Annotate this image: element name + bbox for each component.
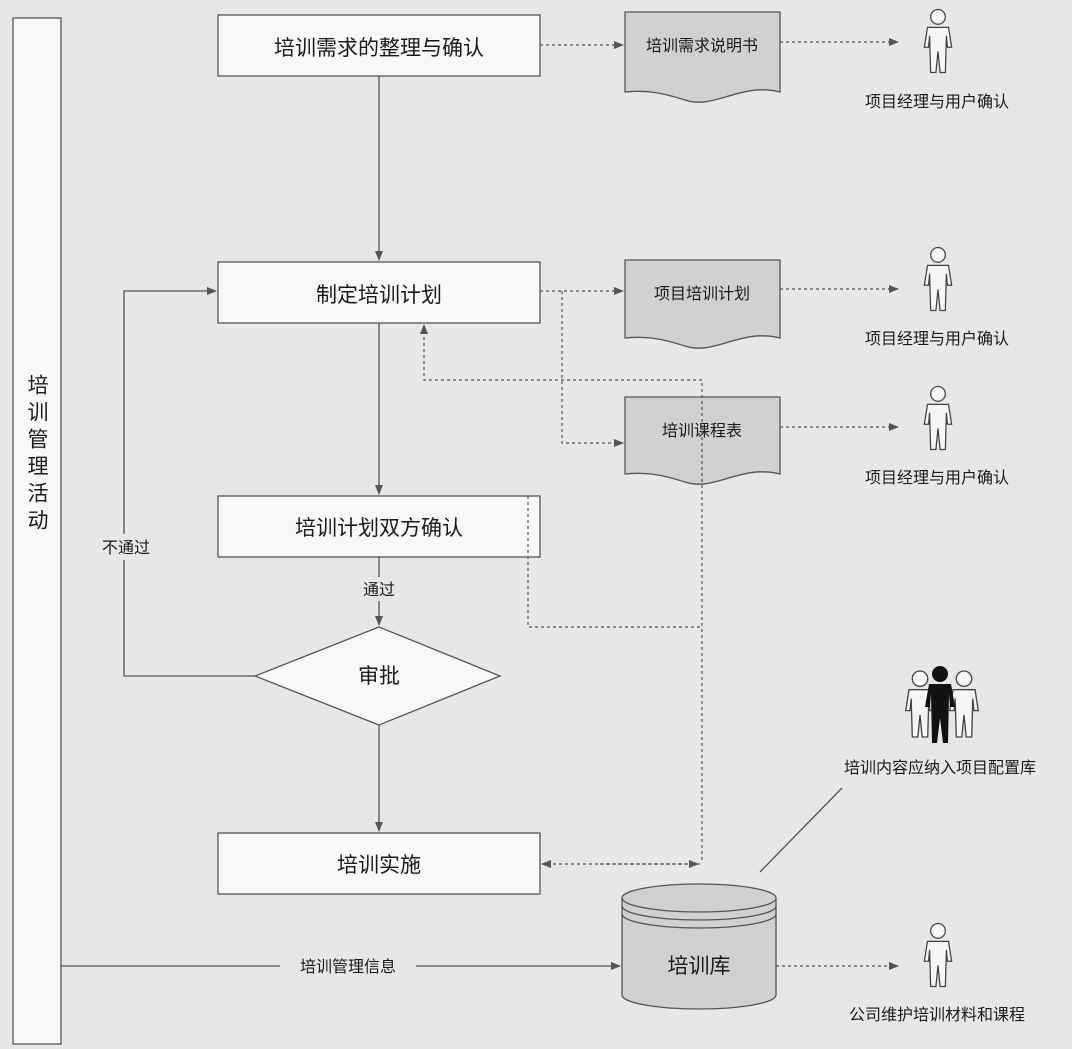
actor-pm-user-3: 项目经理与用户确认 [865,468,1009,487]
step-requirements-label: 培训需求的整理与确认 [274,36,484,60]
group-icon [904,666,980,743]
step-requirements: 培训需求的整理与确认 [217,14,541,77]
actor-config-group: 培训内容应纳入项目配置库 [844,758,1036,777]
doc-schedule: 培训课程表 [624,396,781,485]
doc-project-plan: 项目培训计划 [624,259,781,349]
step-plan: 制定培训计划 [217,261,541,324]
person-icon [923,922,953,988]
person-icon [923,8,953,74]
doc-requirements-spec: 培训需求说明书 [624,11,781,103]
decision-approve-label: 审批 [358,664,400,688]
training-database: 培训库 [621,883,777,1010]
step-implement-label: 培训实施 [337,853,421,877]
actor-company: 公司维护培训材料和课程 [849,1005,1025,1024]
person-icon [923,246,953,312]
person-icon [923,385,953,451]
step-plan-label: 制定培训计划 [316,283,442,307]
doc-requirements-spec-label: 培训需求说明书 [646,36,758,55]
edge-pass-label: 通过 [363,580,395,599]
edge-mgmt-info-label: 培训管理信息 [300,957,396,976]
training-database-label: 培训库 [668,954,731,978]
actor-pm-user-2: 项目经理与用户确认 [865,329,1009,348]
doc-project-plan-label: 项目培训计划 [654,284,750,303]
step-implement: 培训实施 [217,832,541,895]
lane-bar: 培训管理活动 [12,17,62,1045]
step-confirm: 培训计划双方确认 [217,495,541,558]
step-confirm-label: 培训计划双方确认 [295,516,463,540]
actor-pm-user-1: 项目经理与用户确认 [865,92,1009,111]
doc-schedule-label: 培训课程表 [662,421,742,440]
decision-approve: 审批 [253,626,502,726]
edge-fail-label: 不通过 [102,538,150,557]
lane-label: 培训管理活动 [25,374,49,536]
